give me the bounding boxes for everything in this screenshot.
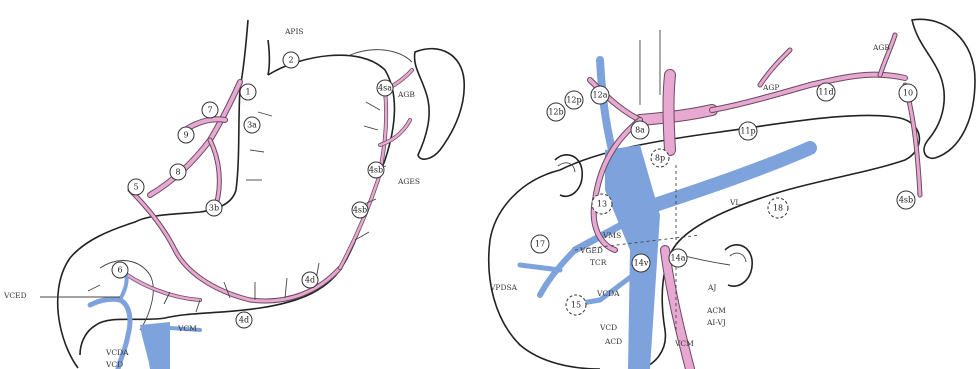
duodenum-loop-upper — [555, 155, 582, 196]
label-vged: VGED — [579, 246, 603, 255]
label-vcd-left: VCD — [105, 360, 123, 369]
svg-text:7: 7 — [207, 106, 212, 115]
svg-text:5: 5 — [133, 183, 138, 192]
left-arteries — [120, 70, 412, 301]
node-3b: 3b — [206, 200, 222, 216]
svg-text:3b: 3b — [209, 204, 219, 213]
label-vcda-right: VCDA — [596, 289, 620, 298]
svg-text:3a: 3a — [247, 121, 257, 130]
stomach-panel: APIS AGB AGES VCED VCM VCDA VCD 2 1 3a 7… — [3, 20, 464, 369]
svg-text:4sa: 4sa — [378, 84, 392, 93]
svg-text:4d: 4d — [305, 276, 315, 285]
node-4d-lower: 4d — [236, 312, 252, 328]
svg-text:14v: 14v — [634, 259, 649, 268]
spleen-left — [415, 49, 465, 160]
label-aj: AJ — [707, 283, 716, 292]
svg-text:8a: 8a — [635, 126, 645, 135]
node-2: 2 — [283, 52, 299, 68]
node-14a: 14a — [669, 249, 687, 267]
esophagus-left-wall — [240, 20, 248, 88]
spleen-right — [912, 19, 975, 158]
node-6: 6 — [112, 262, 128, 278]
svg-text:17: 17 — [535, 240, 545, 249]
svg-text:11d: 11d — [818, 88, 833, 97]
node-8p: 8p — [651, 149, 669, 167]
label-agb-left: AGB — [397, 90, 415, 99]
label-vpdsa: VPDSA — [489, 283, 518, 292]
label-agp: AGP — [762, 83, 779, 92]
node-4sb-right: 4sb — [897, 191, 915, 209]
node-10: 10 — [899, 84, 917, 102]
label-vcm-right: VCM — [674, 339, 694, 348]
label-vms: VMS — [602, 231, 621, 240]
svg-text:12p: 12p — [566, 96, 581, 105]
node-3a: 3a — [244, 117, 260, 133]
esophagus-right-wall — [268, 40, 270, 75]
svg-text:11p: 11p — [740, 127, 755, 136]
svg-text:8p: 8p — [655, 154, 665, 163]
node-9: 9 — [178, 127, 194, 143]
node-13: 13 — [592, 194, 612, 214]
svg-text:4sb: 4sb — [899, 196, 913, 205]
svg-text:8: 8 — [175, 168, 180, 177]
node-17: 17 — [531, 235, 549, 253]
svg-text:4d: 4d — [239, 316, 249, 325]
node-4sb-left-lower: 4sb — [352, 202, 368, 218]
label-acm: ACM — [706, 306, 726, 315]
node-11p: 11p — [739, 122, 757, 140]
label-apis: APIS — [284, 27, 304, 36]
node-12b: 12b — [547, 103, 565, 121]
svg-text:15: 15 — [571, 301, 581, 310]
node-15: 15 — [566, 295, 586, 315]
svg-text:12a: 12a — [593, 91, 608, 100]
jejunum-lumen — [730, 253, 746, 262]
label-tcr: TCR — [590, 258, 607, 267]
node-8: 8 — [170, 164, 186, 180]
node-7: 7 — [202, 102, 218, 118]
svg-text:12b: 12b — [548, 108, 563, 117]
svg-text:13: 13 — [597, 200, 607, 209]
svg-text:10: 10 — [903, 89, 913, 98]
label-acd: ACD — [604, 337, 622, 346]
label-agb-right: AGB — [872, 43, 890, 52]
spleen-hilum-line — [350, 50, 412, 62]
node-4d-upper: 4d — [302, 272, 318, 288]
node-11d: 11d — [817, 83, 835, 101]
label-ai-vj: AI-VJ — [706, 318, 726, 327]
label-vcd-right: VCD — [599, 323, 617, 332]
svg-text:4sb: 4sb — [353, 206, 367, 215]
node-8a: 8a — [631, 121, 649, 139]
node-12p: 12p — [565, 91, 583, 109]
label-vced: VCED — [3, 291, 27, 300]
label-vcda-left: VCDA — [105, 348, 129, 357]
svg-text:1: 1 — [245, 88, 250, 97]
svg-text:6: 6 — [117, 266, 122, 275]
node-1: 1 — [240, 84, 256, 100]
node-12a: 12a — [591, 86, 609, 104]
label-vl: VL — [729, 198, 740, 207]
node-4sb-left: 4sb — [368, 162, 384, 178]
pancreas-panel: AGB AGP VL VMS VGED TCR VPDSA VCDA AJ AC… — [489, 19, 975, 369]
svg-text:18: 18 — [773, 204, 783, 213]
svg-text:4sb: 4sb — [369, 166, 383, 175]
node-4sa-left: 4sa — [377, 80, 393, 96]
node-5: 5 — [128, 179, 144, 195]
svg-text:14a: 14a — [671, 254, 686, 263]
svg-text:9: 9 — [183, 131, 188, 140]
jejunum-loop — [725, 245, 752, 286]
label-ages: AGES — [397, 177, 420, 186]
node-18: 18 — [768, 198, 788, 218]
svg-text:2: 2 — [288, 56, 293, 65]
label-vcm-left: VCM — [177, 324, 197, 333]
node-14v: 14v — [632, 254, 650, 272]
